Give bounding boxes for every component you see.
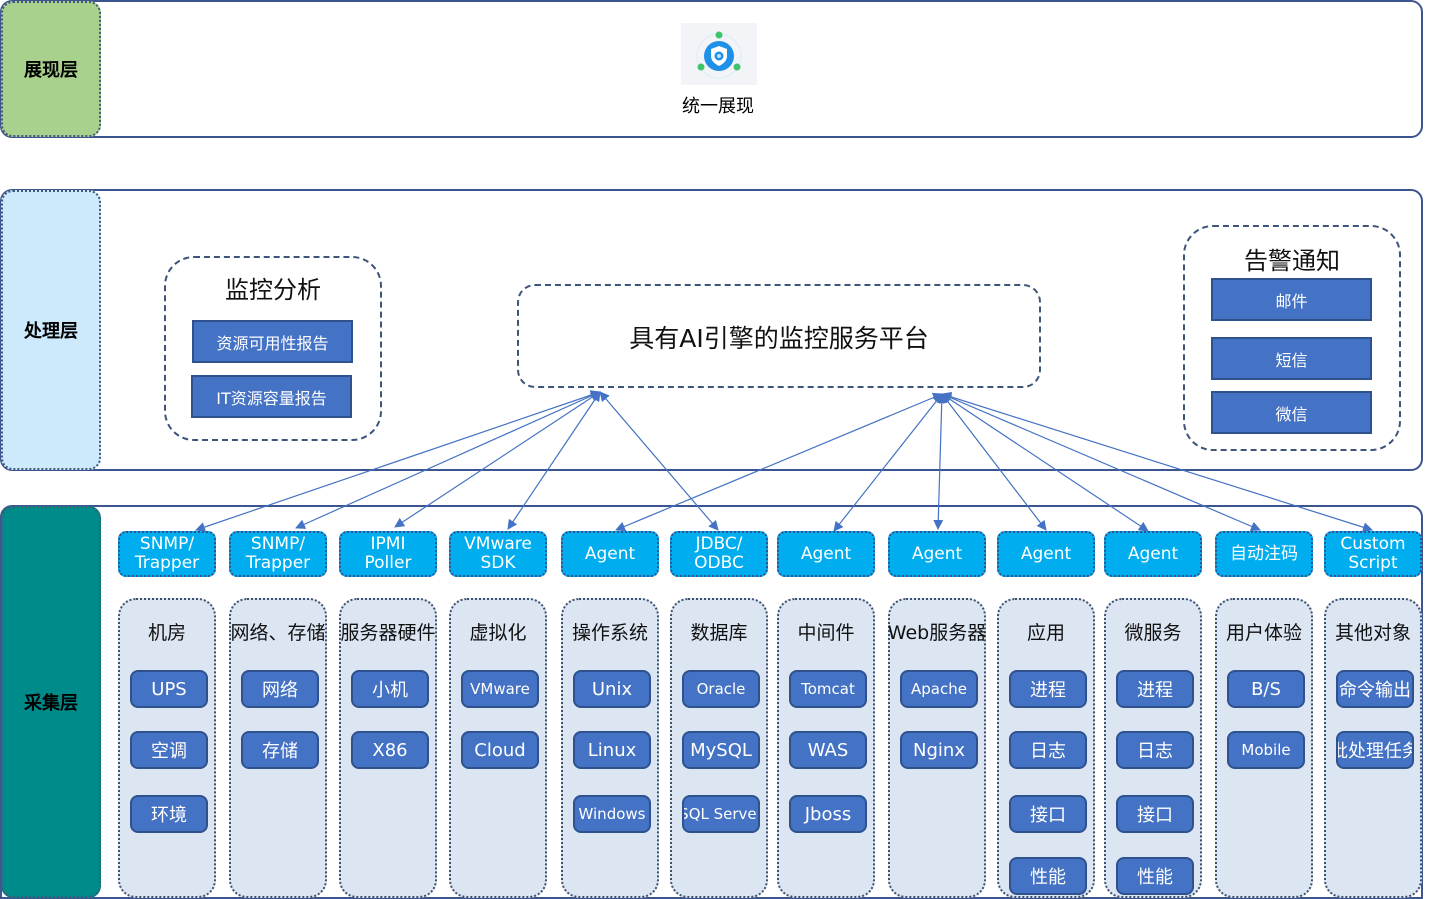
presentation-layer-label: 展现层	[1, 1, 101, 137]
collector-6[interactable]: JDBC/ ODBC	[670, 531, 768, 577]
category-item[interactable]: 小机	[351, 670, 429, 708]
category-title: 机房	[147, 622, 186, 644]
category-item[interactable]: WAS	[789, 731, 867, 769]
category-item[interactable]: Windows	[573, 795, 651, 833]
category-title: 数据库	[690, 622, 748, 644]
category-item[interactable]: Apache	[900, 670, 978, 708]
category-item[interactable]: 性能	[1009, 857, 1087, 895]
availability-report-button[interactable]: 资源可用性报告	[192, 320, 353, 363]
category-item[interactable]: Jboss	[789, 795, 867, 833]
category-item[interactable]: Linux	[573, 731, 651, 769]
category-item[interactable]: 接口	[1009, 795, 1087, 833]
collector-2[interactable]: SNMP/ Trapper	[229, 531, 327, 577]
unified-display-caption: 统一展现	[682, 96, 754, 117]
category-item[interactable]: Mobile	[1227, 731, 1305, 769]
capacity-report-button[interactable]: IT资源容量报告	[191, 375, 352, 418]
category-item[interactable]: 日志	[1116, 731, 1194, 769]
category-item[interactable]: Cloud	[461, 731, 539, 769]
category-item[interactable]: VMware	[461, 670, 539, 708]
category-item[interactable]: 网络	[241, 670, 319, 708]
monitor-analysis-title: 监控分析	[225, 276, 321, 304]
category-item[interactable]: 存储	[241, 731, 319, 769]
category-title: Web服务器	[887, 622, 987, 644]
category-item[interactable]: UPS	[130, 670, 208, 708]
category-title: 操作系统	[571, 622, 648, 644]
email-channel-button[interactable]: 邮件	[1211, 278, 1372, 321]
category-item[interactable]: 批处理任务	[1336, 731, 1414, 769]
ai-monitoring-platform-title: 具有AI引擎的监控服务平台	[629, 324, 929, 353]
category-title: 网络、存储	[230, 622, 326, 644]
category-item[interactable]: 进程	[1116, 670, 1194, 708]
category-title: 虚拟化	[469, 622, 527, 644]
sms-channel-button[interactable]: 短信	[1211, 337, 1372, 380]
alert-notification-title: 告警通知	[1244, 247, 1340, 275]
collector-8[interactable]: Agent	[888, 531, 986, 577]
category-item[interactable]: 命令输出	[1336, 670, 1414, 708]
category-item[interactable]: B/S	[1227, 670, 1305, 708]
category-title: 用户体验	[1225, 622, 1302, 644]
category-item[interactable]: SQL Server	[682, 795, 760, 833]
category-item[interactable]: Unix	[573, 670, 651, 708]
category-title: 中间件	[797, 622, 855, 644]
ai-monitoring-platform[interactable]: 具有AI引擎的监控服务平台	[517, 284, 1041, 388]
collector-3[interactable]: IPMI Poller	[339, 531, 437, 577]
collector-4[interactable]: VMware SDK	[449, 531, 547, 577]
category-item[interactable]: 接口	[1116, 795, 1194, 833]
category-item[interactable]: Tomcat	[789, 670, 867, 708]
category-item[interactable]: 进程	[1009, 670, 1087, 708]
collector-12[interactable]: Custom Script	[1324, 531, 1422, 577]
wechat-channel-button[interactable]: 微信	[1211, 391, 1372, 434]
category-item[interactable]: MySQL	[682, 731, 760, 769]
collector-10[interactable]: Agent	[1104, 531, 1202, 577]
category-title: 应用	[1026, 622, 1065, 644]
shield-app-icon	[681, 23, 757, 85]
unified-display-app[interactable]: 统一展现	[670, 22, 766, 118]
category-title: 服务器硬件	[340, 622, 436, 644]
category-title: 其他对象	[1334, 622, 1411, 644]
category-item[interactable]: 性能	[1116, 857, 1194, 895]
collector-5[interactable]: Agent	[561, 531, 659, 577]
collector-1[interactable]: SNMP/ Trapper	[118, 531, 216, 577]
category-item[interactable]: 环境	[130, 795, 208, 833]
category-item[interactable]: X86	[351, 731, 429, 769]
category-item[interactable]: Nginx	[900, 731, 978, 769]
category-item[interactable]: 空调	[130, 731, 208, 769]
category-item[interactable]: 日志	[1009, 731, 1087, 769]
category-item[interactable]: Oracle	[682, 670, 760, 708]
collector-11[interactable]: 自动注码	[1215, 531, 1313, 577]
collector-9[interactable]: Agent	[997, 531, 1095, 577]
collection-layer-label: 采集层	[1, 506, 101, 898]
category-title: 微服务	[1124, 622, 1182, 644]
processing-layer-label: 处理层	[1, 190, 101, 470]
collector-7[interactable]: Agent	[777, 531, 875, 577]
